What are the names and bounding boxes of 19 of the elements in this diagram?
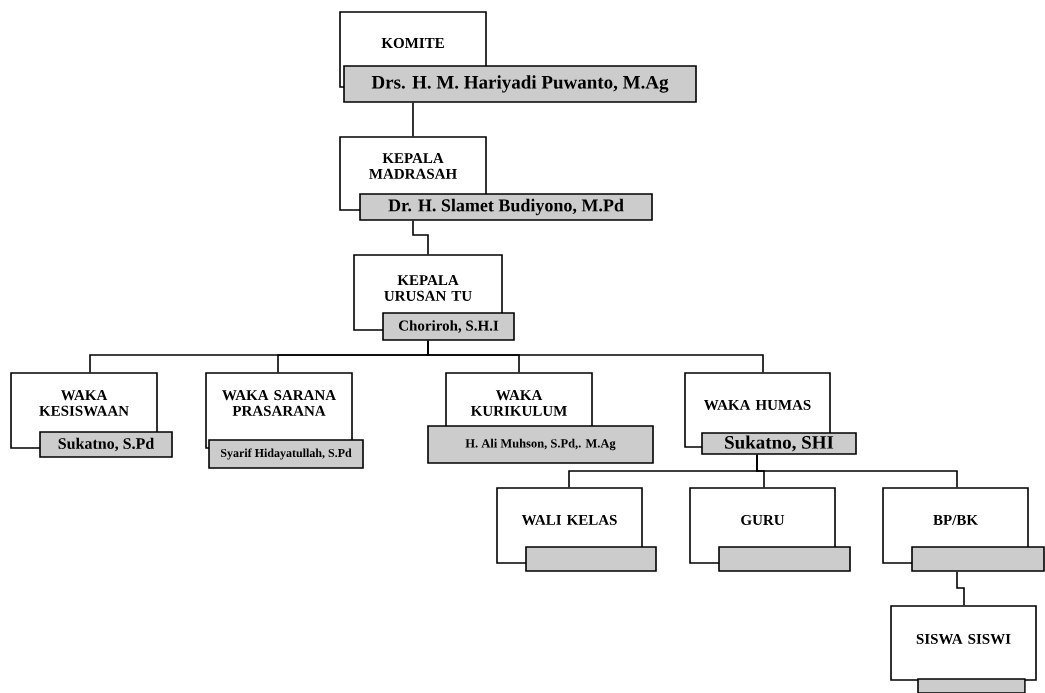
position-box: KEPALA URUSAN TU Choriroh, S.H.I — [353, 254, 515, 341]
position-box: KEPALA MADRASAH Dr. H. Slamet Budiyono, M.Pd — [339, 136, 653, 221]
connector-line — [412, 220, 429, 255]
position-box: GURU — [689, 487, 851, 572]
position-box: WAKA SARANA PRASARANA Syarif Hidayatullah, S.Pd — [205, 372, 364, 469]
position-box: WAKA KESISWAAN Sukatno, S.Pd — [10, 372, 173, 458]
position-box: KOMITE Drs. H. M. Hariyadi Puwanto, M.Ag — [339, 11, 697, 103]
connector-line — [427, 340, 764, 373]
connector-line — [756, 454, 958, 488]
position-box: WAKA KURIKULUM H. Ali Muhson, S.Pd,. M.Ag — [427, 372, 654, 464]
position-box: WAKA HUMAS Sukatno, SHI — [684, 372, 857, 455]
position-box: WALI KELAS — [496, 487, 657, 572]
connector-line — [412, 102, 414, 137]
node-label: H. Ali Muhson, S.Pd,. M.Ag — [465, 438, 616, 451]
position-box: SISWA SISWI — [890, 605, 1037, 693]
position-box: BP/BK — [882, 487, 1045, 572]
node-label: KOMITE — [381, 37, 444, 49]
node-label: Syarif Hidayatullah, S.Pd — [220, 448, 352, 460]
connector-line — [956, 571, 965, 606]
